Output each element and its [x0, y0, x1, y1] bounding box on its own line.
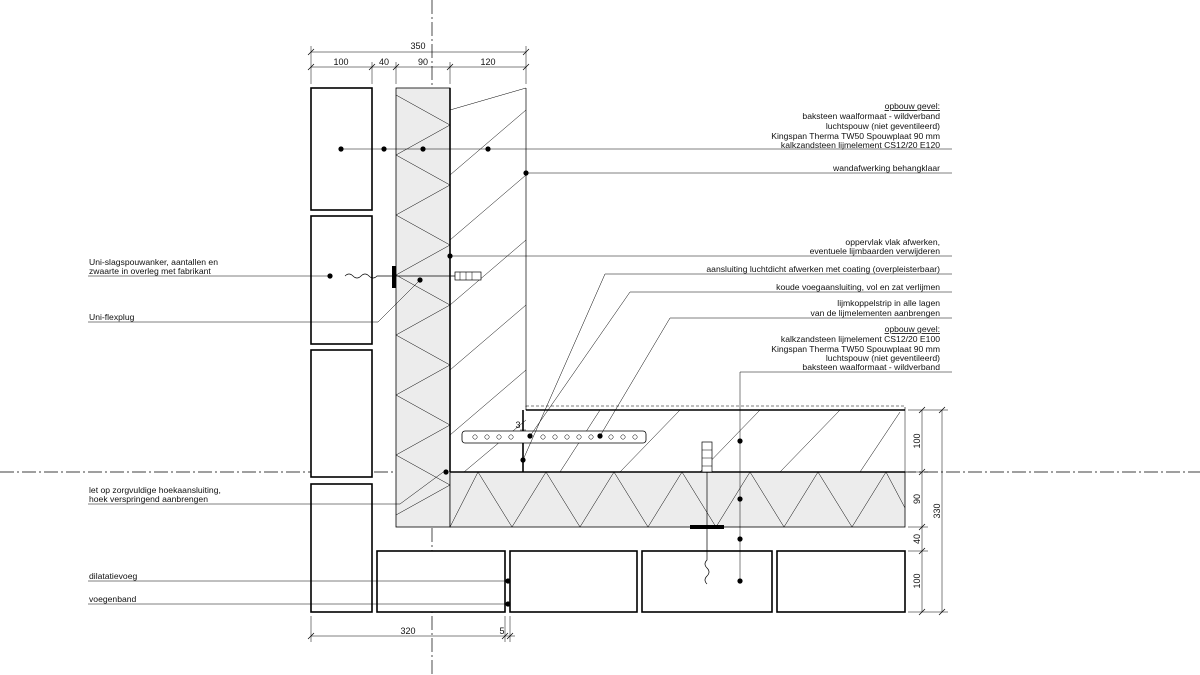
dim-bottom-1: 320 — [400, 626, 415, 636]
brick — [310, 215, 373, 345]
brick — [509, 550, 638, 613]
dim-right-total: 330 — [932, 503, 942, 518]
dim-top-3: 90 — [418, 57, 428, 67]
dim-right-3: 40 — [912, 534, 922, 544]
annotation-right-6: lijmkoppelstrip in alle lagen van de lij… — [811, 298, 941, 318]
dim-top-2: 40 — [379, 57, 389, 67]
annotation-line: let op zorgvuldige hoekaansluiting, — [89, 485, 221, 495]
brick — [376, 550, 506, 613]
annotation-line: eventuele lijmbaarden verwijderen — [810, 246, 941, 256]
annotation-left-4: dilatatievoeg — [89, 571, 137, 581]
annotation-line: Uni-slagspouwanker, aantallen en — [89, 257, 218, 267]
annotation-line: oppervlak vlak afwerken, — [845, 237, 940, 247]
wall-tie-bottom — [690, 441, 724, 585]
insulation-horizontal — [449, 471, 906, 528]
annotation-right-4: aansluiting luchtdicht afwerken met coat… — [706, 264, 940, 274]
wall-tie-left — [344, 266, 482, 288]
dim-bottom-2: 5 — [499, 626, 504, 636]
top-dimension-chain — [307, 46, 530, 84]
brick — [776, 550, 906, 613]
annotation-heading: opbouw gevel: — [885, 101, 940, 111]
dim-top-1: 100 — [333, 57, 348, 67]
dim-right-2: 90 — [912, 494, 922, 504]
annotation-right-7: opbouw gevel: kalkzandsteen lijmelement … — [771, 324, 940, 372]
annotation-left-5: voegenband — [89, 594, 137, 604]
annotation-left-3: let op zorgvuldige hoekaansluiting, hoek… — [89, 485, 221, 504]
dim-total-top: 350 — [410, 41, 425, 51]
annotation-line: van de lijmelementen aanbrengen — [811, 308, 941, 318]
right-dimension-chain — [908, 406, 948, 616]
annotation-line: lijmkoppelstrip in alle lagen — [837, 298, 940, 308]
annotation-line: Kingspan Therma TW50 Spouwplaat 90 mm — [771, 131, 940, 141]
annotation-right-2: wandafwerking behangklaar — [832, 163, 940, 173]
annotation-line: kalkzandsteen lijmelement CS12/20 E120 — [781, 140, 940, 150]
brick — [310, 483, 373, 613]
bottom-dimension-chain — [307, 616, 515, 642]
outer-brick-column — [310, 87, 373, 613]
annotation-heading: opbouw gevel: — [885, 324, 940, 334]
inner-leaf-vertical — [449, 87, 527, 473]
inner-leaf-horizontal — [450, 405, 906, 473]
annotation-line: zwaarte in overleg met fabrikant — [89, 266, 211, 276]
annotation-line: hoek verspringend aanbrengen — [89, 494, 208, 504]
dim-top-4: 120 — [480, 57, 495, 67]
annotation-line: luchtspouw (niet geventileerd) — [826, 353, 940, 363]
leaders-right — [338, 146, 952, 584]
dim-right-4: 100 — [912, 573, 922, 588]
annotation-line: kalkzandsteen lijmelement CS12/20 E100 — [781, 334, 940, 344]
insulation-vertical — [395, 87, 451, 528]
outer-brick-row — [376, 550, 906, 613]
annotation-line: luchtspouw (niet geventileerd) — [826, 121, 940, 131]
annotation-left-2: Uni-flexplug — [89, 312, 135, 322]
annotation-right-3: oppervlak vlak afwerken, eventuele lijmb… — [810, 237, 941, 256]
annotation-line: Kingspan Therma TW50 Spouwplaat 90 mm — [771, 344, 940, 354]
brick — [310, 349, 373, 478]
leaders-left — [88, 273, 511, 607]
dim-right-1: 100 — [912, 433, 922, 448]
annotation-line: baksteen waalformaat - wildverband — [802, 362, 940, 372]
dim-small: 3 — [515, 420, 520, 430]
glue-strip — [461, 430, 647, 444]
annotation-line: baksteen waalformaat - wildverband — [802, 111, 940, 121]
annotation-right-5: koude voegaansluiting, vol en zat verlij… — [776, 282, 940, 292]
annotation-right-1: opbouw gevel: baksteen waalformaat - wil… — [771, 101, 940, 150]
annotation-left-1: Uni-slagspouwanker, aantallen en zwaarte… — [89, 257, 218, 276]
